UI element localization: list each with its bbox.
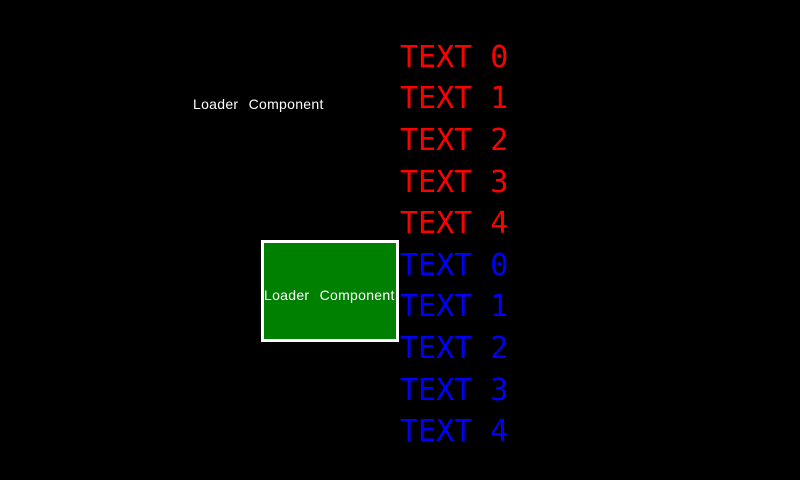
text-list-item[interactable]: TEXT 4 bbox=[400, 414, 509, 450]
text-list-item[interactable]: TEXT 1 bbox=[400, 289, 509, 325]
text-list-item[interactable]: TEXT 0 bbox=[400, 39, 509, 75]
blue-text-list: TEXT 0 TEXT 1 TEXT 2 TEXT 3 TEXT 4 bbox=[400, 245, 508, 453]
text-list-item[interactable]: TEXT 1 bbox=[400, 81, 509, 117]
text-list-item[interactable]: TEXT 2 bbox=[400, 122, 509, 158]
red-text-list: TEXT 0 TEXT 1 TEXT 2 TEXT 3 TEXT 4 bbox=[400, 37, 508, 245]
text-list-item[interactable]: TEXT 4 bbox=[400, 206, 509, 242]
panel-label: Loader Component bbox=[264, 287, 395, 303]
text-list-item[interactable]: TEXT 2 bbox=[400, 330, 509, 366]
text-list-item[interactable]: TEXT 3 bbox=[400, 372, 509, 408]
text-list-item[interactable]: TEXT 0 bbox=[400, 247, 509, 283]
loader-component-label: Loader Component bbox=[193, 96, 324, 112]
text-list-item[interactable]: TEXT 3 bbox=[400, 164, 509, 200]
loader-component-panel: Loader Component bbox=[261, 240, 399, 342]
